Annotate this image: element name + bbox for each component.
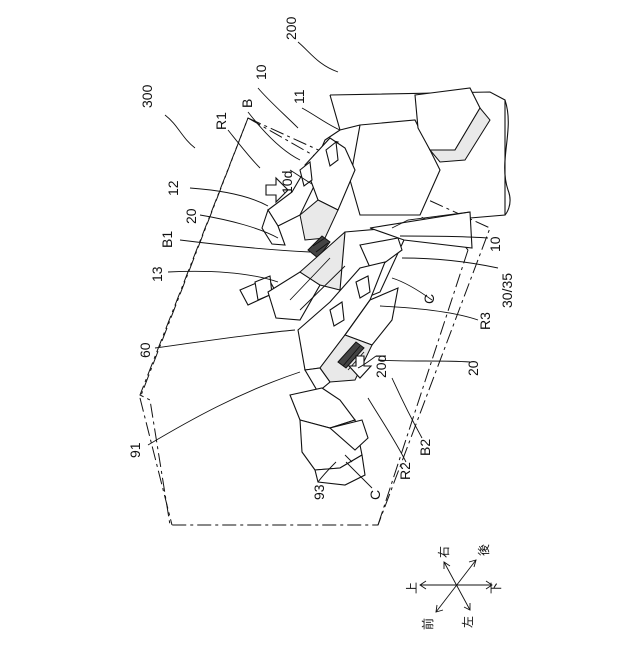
label-91: 91 xyxy=(127,442,143,458)
label-C-lower: C xyxy=(367,490,383,500)
label-B2: B2 xyxy=(417,439,433,456)
dir-right: 右 xyxy=(436,546,451,558)
front-seat-93 xyxy=(290,388,368,485)
label-10-top: 10 xyxy=(253,64,269,80)
label-200: 200 xyxy=(283,16,299,40)
label-20-upper: 20 xyxy=(183,208,199,224)
dir-front: 前 xyxy=(420,618,435,630)
dir-left: 左 xyxy=(460,616,475,628)
label-30-35: 30/35 xyxy=(499,273,515,308)
dir-up: 上 xyxy=(405,582,419,594)
label-60: 60 xyxy=(137,342,153,358)
label-13: 13 xyxy=(149,266,165,282)
label-R1: R1 xyxy=(213,112,229,130)
label-10-right: 10 xyxy=(487,236,503,252)
label-20d: 20d xyxy=(373,355,389,378)
label-10d: 10d xyxy=(279,171,295,194)
label-R3: R3 xyxy=(477,312,493,330)
label-C-upper: C xyxy=(421,294,437,304)
label-93: 93 xyxy=(311,484,327,500)
dir-down: 下 xyxy=(489,582,503,594)
dir-rear: 後 xyxy=(477,544,491,556)
label-20-lower: 20 xyxy=(465,360,481,376)
label-B: B xyxy=(239,99,255,108)
label-R2: R2 xyxy=(397,462,413,480)
label-11: 11 xyxy=(291,89,307,104)
label-12: 12 xyxy=(165,180,181,196)
label-300: 300 xyxy=(139,84,155,108)
direction-compass: 上 下 右 後 前 左 xyxy=(405,544,503,630)
label-B1: B1 xyxy=(159,231,175,248)
